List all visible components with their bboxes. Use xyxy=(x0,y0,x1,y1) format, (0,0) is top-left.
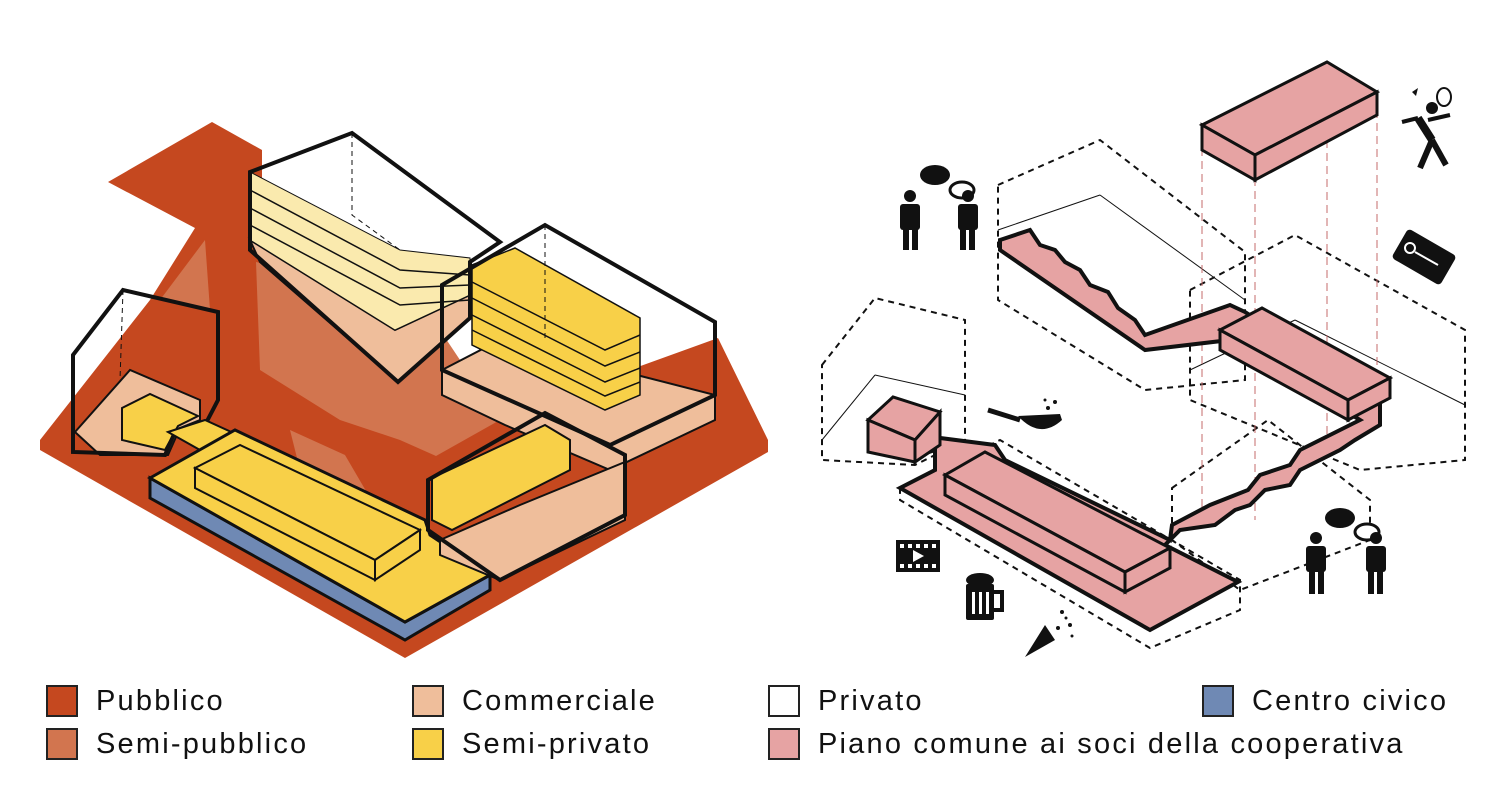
southeast-block-semiprivate xyxy=(431,423,571,532)
legend-item-piano-comune: Piano comune ai soci della cooperativa xyxy=(768,724,1405,764)
right-cooperative-axonometric xyxy=(821,60,1466,657)
wire-volume-east xyxy=(1189,233,1466,472)
legend-label-centro-civico: Centro civico xyxy=(1252,684,1449,717)
legend-item-semi-pubblico: Semi-pubblico xyxy=(46,724,308,764)
west-block-edge xyxy=(119,289,124,381)
south-raised-box-end xyxy=(1123,545,1172,595)
east-stack-line-4 xyxy=(471,329,641,397)
wire-edge-4 xyxy=(874,374,966,396)
wire-volume-south xyxy=(899,438,1241,650)
wire-edge-1 xyxy=(997,194,1101,231)
legend-item-semi-privato: Semi-privato xyxy=(412,724,651,764)
swatch-commerciale xyxy=(412,685,444,717)
central-tall-block xyxy=(247,130,504,385)
southeast-block-commercial xyxy=(439,460,626,582)
swatch-semi-privato xyxy=(412,728,444,760)
legend-item-commerciale: Commerciale xyxy=(412,681,657,721)
swatch-piano-comune xyxy=(768,728,800,760)
swatch-pubblico xyxy=(46,685,78,717)
central-block-outline xyxy=(248,130,504,385)
central-block-floor-line-2 xyxy=(249,207,471,289)
west-block-semiprivate xyxy=(121,392,201,452)
east-block-semiprivate-stack xyxy=(471,247,641,411)
legend-item-pubblico: Pubblico xyxy=(46,681,225,721)
swatch-privato xyxy=(768,685,800,717)
east-stack-line-1 xyxy=(471,281,641,351)
legend-label-commerciale: Commerciale xyxy=(462,684,658,717)
people-talking-icon xyxy=(900,165,978,250)
axonometric-diagram xyxy=(40,60,1466,658)
wire-volume-northwest xyxy=(997,138,1246,392)
yoga-mat-icon xyxy=(1392,229,1456,285)
east-stack-line-3 xyxy=(471,314,641,383)
wire-edge-3 xyxy=(821,374,876,441)
southeast-block-outline xyxy=(426,410,627,583)
legend: Pubblico Semi-pubblico Commerciale Semi-… xyxy=(0,670,1491,780)
central-block-hidden-edge xyxy=(351,133,401,251)
swatch-centro-civico xyxy=(1202,685,1234,717)
central-block-floor-line-3 xyxy=(249,224,471,306)
legend-label-semi-privato: Semi-privato xyxy=(462,727,652,760)
film-strip-icon xyxy=(896,540,940,572)
wire-edge-6 xyxy=(1294,319,1466,406)
southeast-block xyxy=(426,410,627,583)
beer-mug-icon xyxy=(966,573,1004,620)
west-raised-box-end xyxy=(913,408,942,465)
legend-label-privato: Privato xyxy=(818,684,924,717)
east-raised-box-end xyxy=(1346,375,1392,423)
party-popper-icon xyxy=(1025,610,1074,657)
legend-label-pubblico: Pubblico xyxy=(96,684,225,717)
south-block xyxy=(146,428,493,642)
east-block xyxy=(440,222,717,472)
left-building-axonometric xyxy=(40,122,768,658)
people-talking-icon-2 xyxy=(1306,508,1386,594)
swatch-semi-pubblico xyxy=(46,728,78,760)
rooftop-box-end xyxy=(1253,89,1379,183)
legend-label-semi-pubblico: Semi-pubblico xyxy=(96,727,309,760)
badminton-player-icon xyxy=(1401,87,1452,170)
semi-public-zone-west xyxy=(160,240,210,310)
east-stack-line-2 xyxy=(471,297,641,367)
legend-item-privato: Privato xyxy=(768,681,924,721)
frying-pan-icon xyxy=(987,398,1062,430)
legend-item-centro-civico: Centro civico xyxy=(1202,681,1448,721)
rooftop-box xyxy=(1198,60,1381,183)
south-block-volume-end xyxy=(374,528,421,582)
wire-edge-2 xyxy=(1099,194,1246,301)
legend-label-piano-comune: Piano comune ai soci della cooperativa xyxy=(818,727,1405,760)
central-block-floor-line-1 xyxy=(249,189,471,276)
